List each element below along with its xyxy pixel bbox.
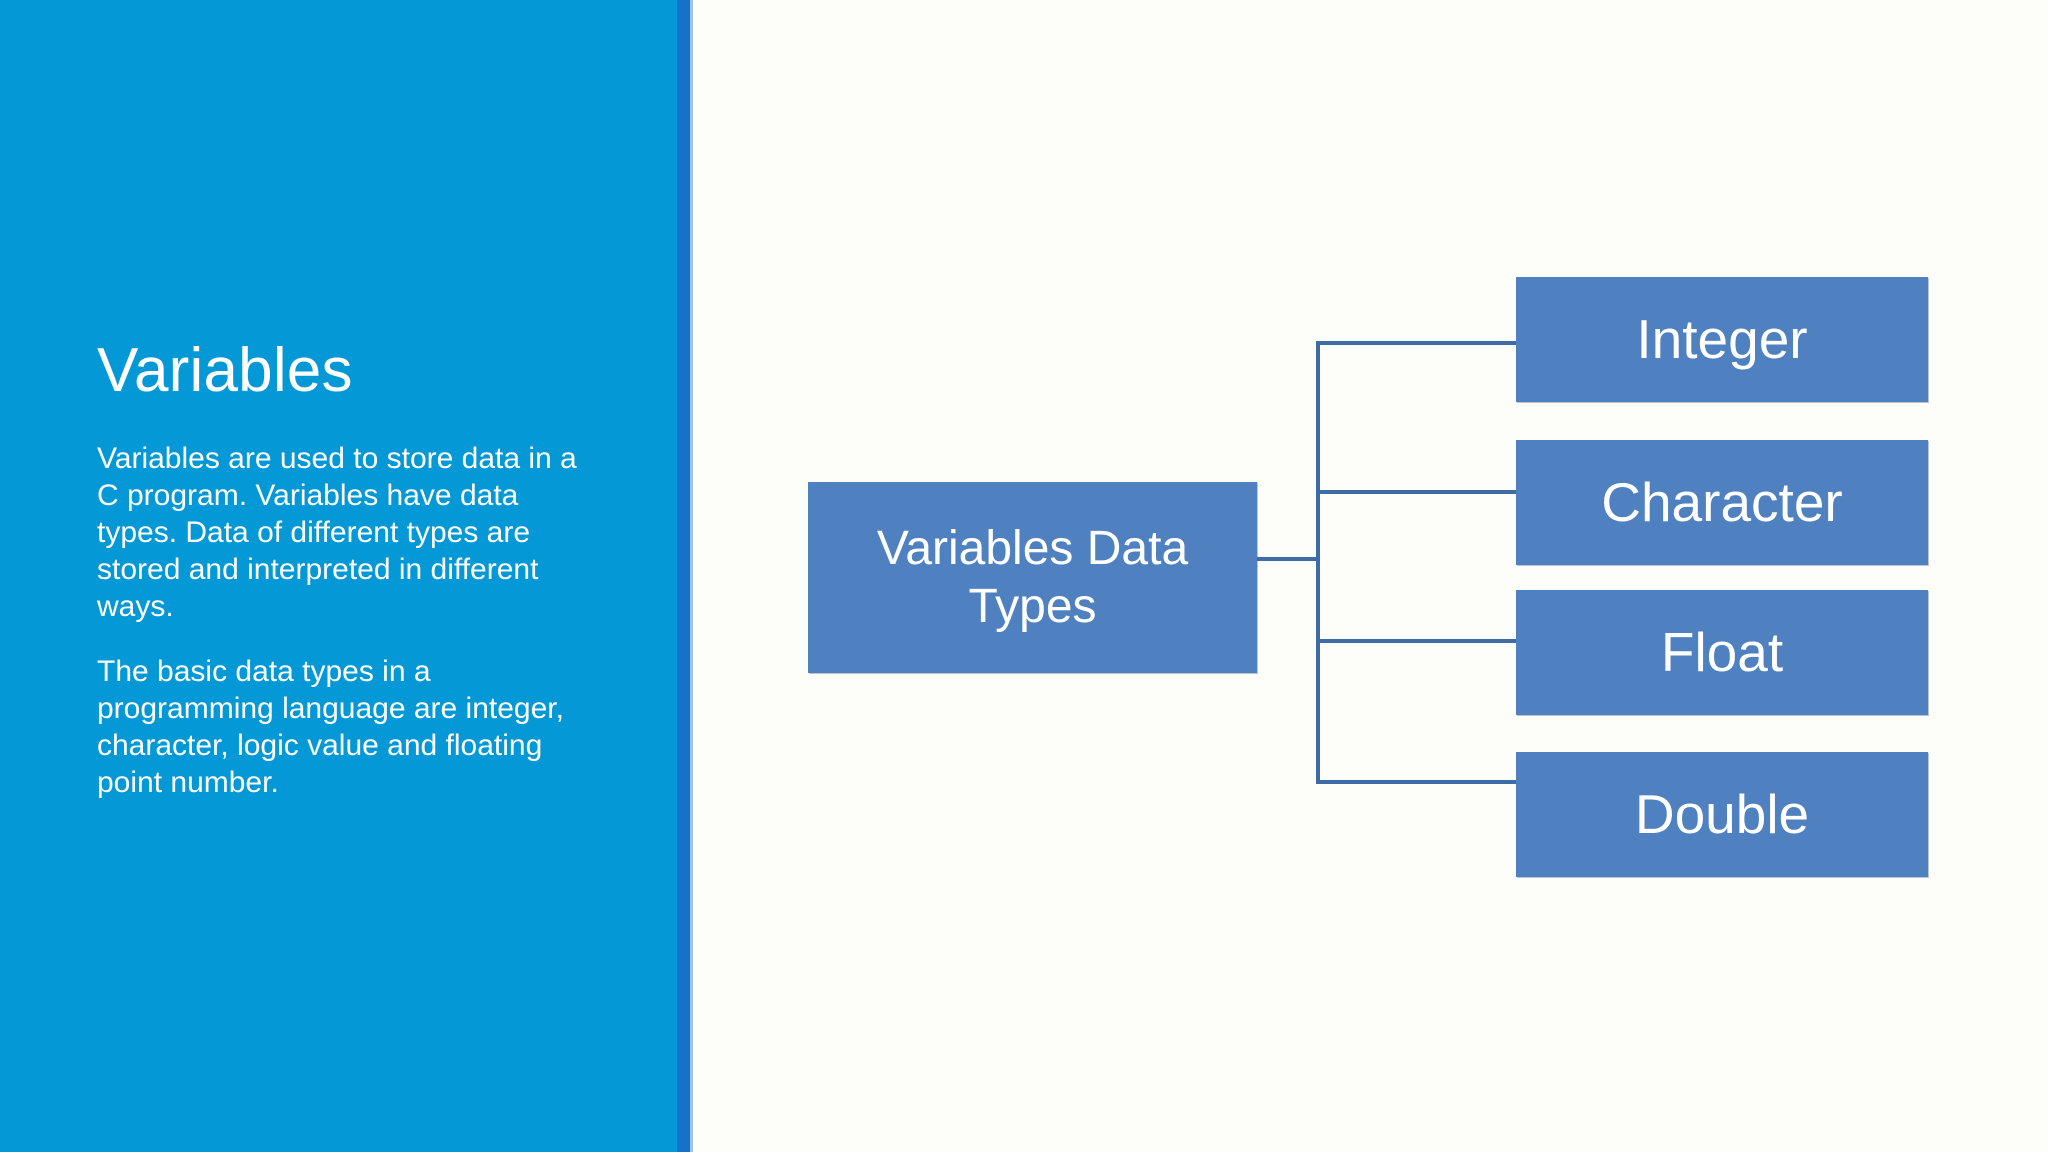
connector-vertical-trunk bbox=[1316, 341, 1320, 784]
connector-branch-integer bbox=[1316, 341, 1516, 345]
diagram-node-double[interactable]: Double bbox=[1516, 752, 1928, 877]
connector-branch-character bbox=[1316, 490, 1516, 494]
body-paragraph-1: Variables are used to store data in a C … bbox=[97, 442, 577, 623]
panel-accent-stripe bbox=[677, 0, 690, 1152]
body-paragraph-2: The basic data types in a programming la… bbox=[97, 655, 564, 799]
panel-content: Variables Variables are used to store da… bbox=[97, 340, 597, 801]
diagram-node-root[interactable]: Variables Data Types bbox=[808, 482, 1257, 673]
diagram-node-character[interactable]: Character bbox=[1516, 440, 1928, 565]
diagram-node-integer[interactable]: Integer bbox=[1516, 277, 1928, 402]
left-blue-panel bbox=[0, 0, 677, 1152]
connector-branch-float bbox=[1316, 639, 1516, 643]
panel-accent-stripe-edge bbox=[690, 0, 693, 1152]
diagram-node-float[interactable]: Float bbox=[1516, 590, 1928, 715]
variables-data-types-diagram: Variables Data Types Integer Character F… bbox=[693, 0, 2048, 1152]
connector-root-stub bbox=[1257, 557, 1319, 561]
page-title: Variables bbox=[97, 336, 353, 405]
connector-branch-double bbox=[1316, 780, 1516, 784]
